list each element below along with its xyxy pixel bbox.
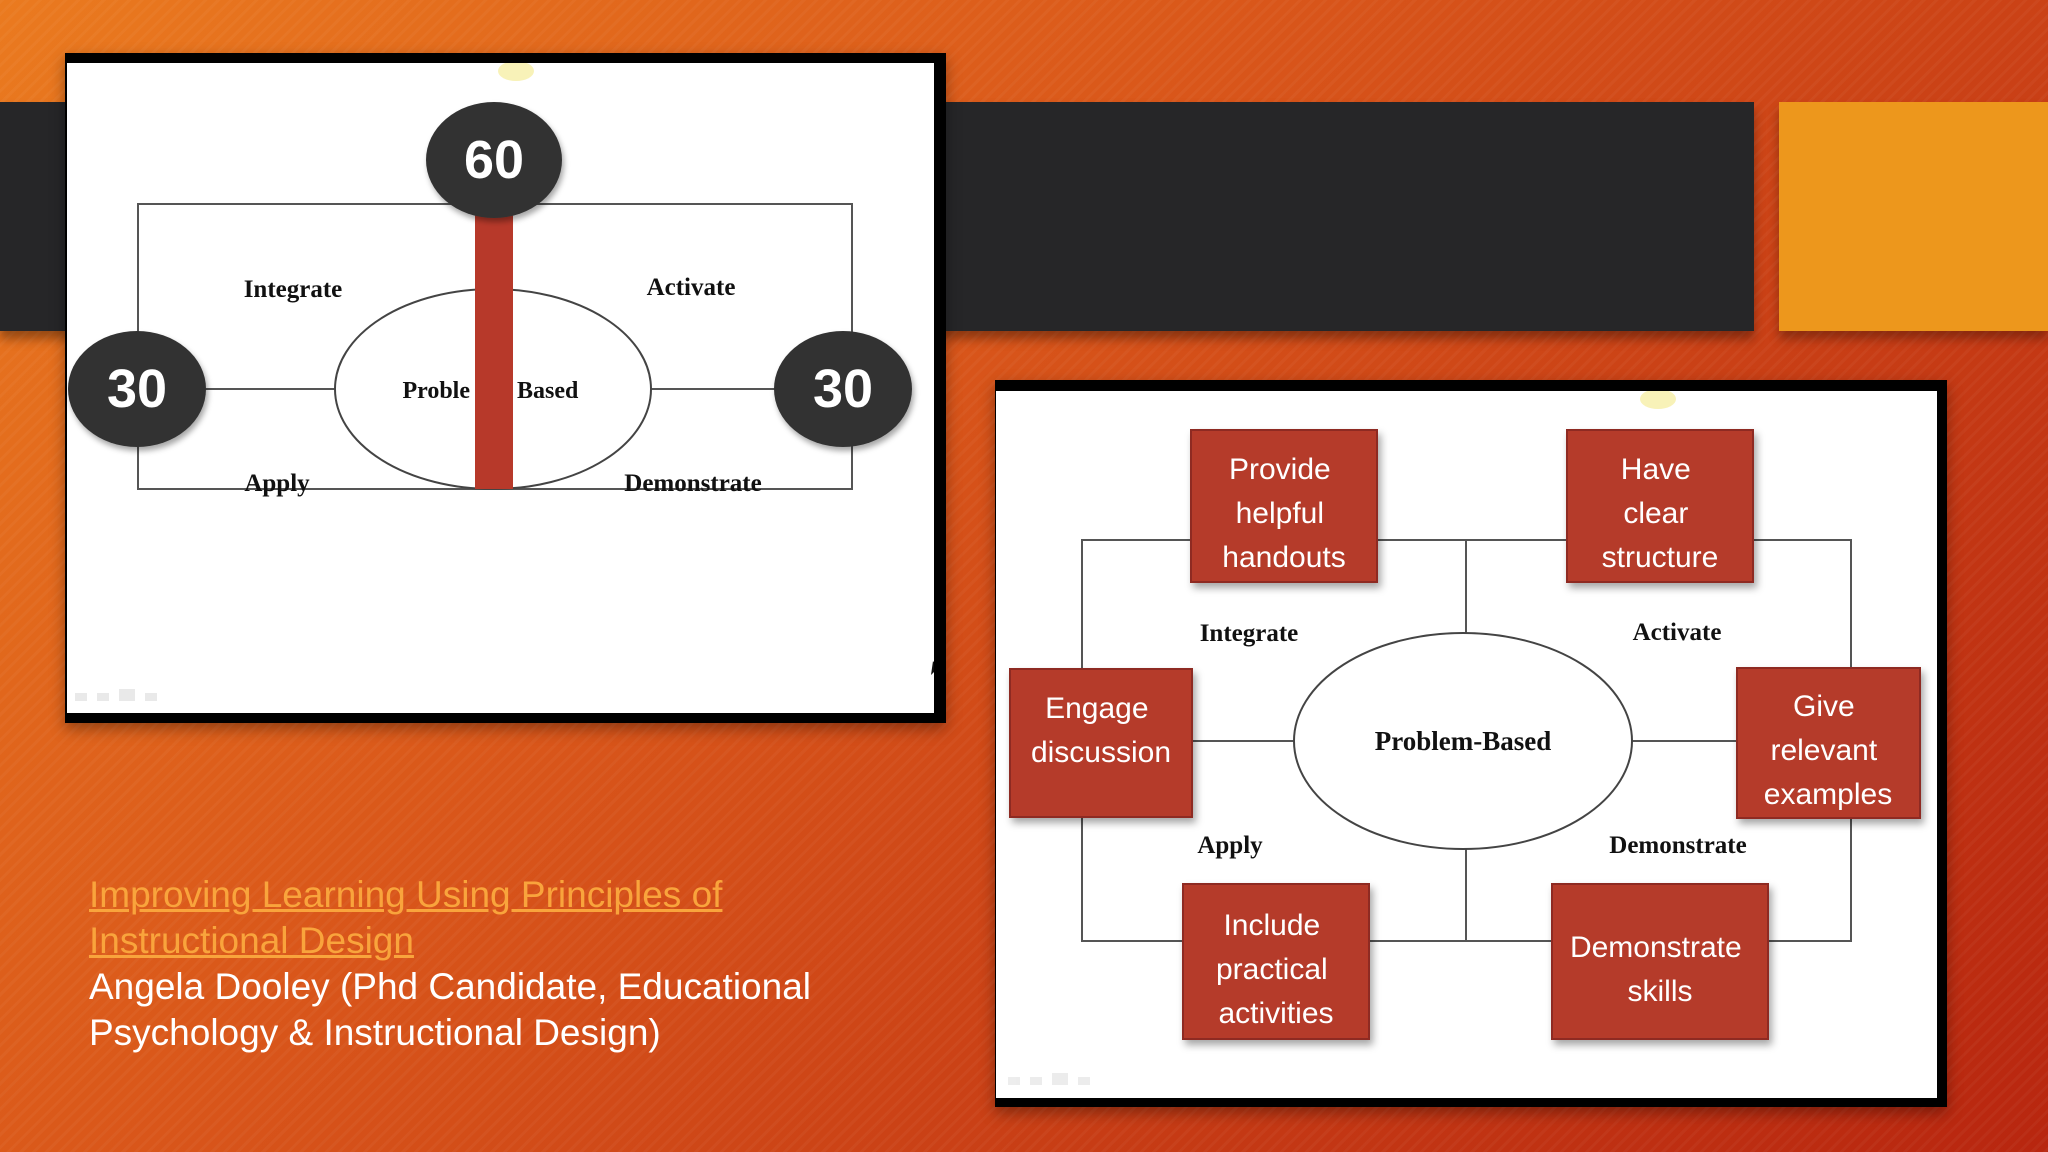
highlight-blob — [498, 63, 534, 81]
diagram-1: 60 30 30 Integrate Activate Apply Demons… — [67, 63, 934, 713]
label-apply-2: Apply — [1197, 832, 1263, 859]
box-include-practical-activities: Include practical activities — [1182, 883, 1370, 1040]
label-activate: Activate — [647, 274, 736, 301]
center-label-2: Problem-Based — [1375, 726, 1552, 756]
diagram-1-frame: 60 30 30 Integrate Activate Apply Demons… — [65, 53, 946, 723]
left-number-circle — [68, 331, 206, 447]
label-apply: Apply — [244, 470, 310, 497]
top-number-circle — [426, 102, 562, 218]
diagram-2-frame: Problem-Based Integrate Activate Apply D… — [995, 380, 1947, 1107]
right-number-circle — [774, 331, 912, 447]
right-number: 30 — [813, 359, 873, 419]
label-demonstrate: Demonstrate — [624, 470, 761, 497]
box-provide-helpful-handouts: Provide helpful handouts — [1190, 429, 1378, 583]
source-link[interactable]: Improving Learning Using Principles of I… — [89, 874, 723, 961]
accent-block — [1779, 102, 2048, 331]
label-integrate: Integrate — [244, 276, 343, 303]
player-controls-2 — [1008, 1073, 1090, 1085]
box-have-clear-structure: Have clear structure — [1566, 429, 1754, 583]
svg-text:Have clear str: Have clear structure — [1602, 453, 1719, 574]
left-number: 30 — [107, 359, 167, 419]
label-demonstrate-2: Demonstrate — [1609, 832, 1746, 859]
top-number: 60 — [464, 130, 524, 190]
slide-caption: Improving Learning Using Principles of I… — [89, 872, 929, 1056]
box-demonstrate-skills: Demonstrate skills — [1551, 883, 1769, 1040]
svg-text:Engage discussion: Engage discussion — [1031, 692, 1171, 769]
svg-text:Demonstrate skills: Demonstrate skills — [1570, 931, 1750, 1008]
label-integrate-2: Integrate — [1200, 620, 1299, 647]
box-engage-discussion: Engage discussion — [1009, 668, 1193, 818]
center-ellipse-2 — [1293, 632, 1633, 850]
label-activate-2: Activate — [1633, 619, 1722, 646]
svg-text:Include practical: Include practical activities — [1216, 909, 1336, 1030]
diagram-2: Problem-Based Integrate Activate Apply D… — [996, 391, 1937, 1098]
box-give-relevant-examples: Give relevant examples — [1736, 667, 1921, 819]
svg-text:Give relevant: Give relevant examples — [1764, 690, 1892, 811]
center-label-right: Based — [517, 378, 579, 404]
vertical-bar — [475, 201, 513, 489]
player-controls — [75, 689, 157, 701]
highlight-blob-2 — [1640, 391, 1676, 409]
center-label-left: Proble — [402, 378, 470, 404]
author-credit: Angela Dooley (Phd Candidate, Educationa… — [89, 966, 811, 1053]
svg-text:Provide helpful: Provide helpful handouts — [1222, 453, 1345, 574]
cursor-icon — [931, 661, 934, 675]
